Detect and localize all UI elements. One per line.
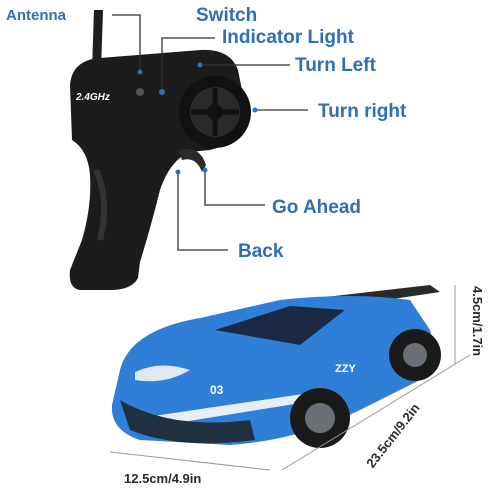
dimension-height: 4.5cm/1.7in <box>470 286 485 357</box>
dimension-lines <box>109 285 471 471</box>
antenna-graphic <box>92 10 103 70</box>
callout-turn-left: Turn Left <box>295 55 376 76</box>
callout-back: Back <box>238 241 284 262</box>
callout-antenna: Antenna <box>6 7 66 24</box>
callout-go-ahead: Go Ahead <box>272 197 362 218</box>
dimension-width: 12.5cm/4.9in <box>124 471 202 486</box>
car-body <box>111 296 434 445</box>
callout-switch: Switch <box>196 5 258 26</box>
car-number: 03 <box>210 383 224 397</box>
trigger-graphic <box>178 149 206 172</box>
car-decal-text: ZZY <box>335 363 356 375</box>
rc-car: ZZY 03 <box>111 285 441 448</box>
callout-turn-right: Turn right <box>318 101 407 122</box>
remote-frequency-label: 2.4GHz <box>75 92 110 103</box>
callout-indicator-light: Indicator Light <box>222 27 354 48</box>
